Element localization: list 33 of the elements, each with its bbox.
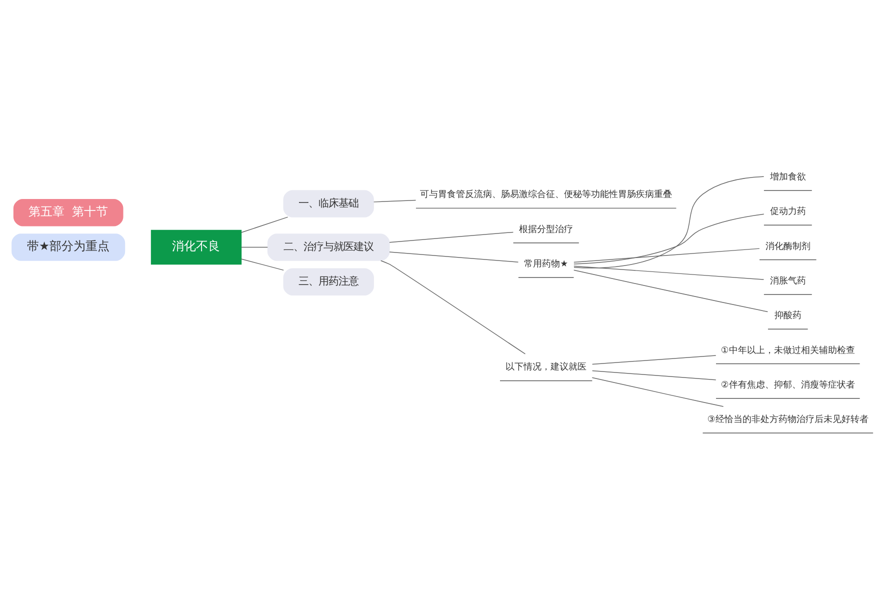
connector [573,270,768,312]
connector [240,258,284,271]
connector [574,266,764,280]
connector [389,252,519,262]
connector [240,216,288,233]
node-box: 第五章 第十节 [13,198,124,226]
connector [574,176,764,268]
node-box: 消化不良 [150,230,242,265]
node-text: 可与胃食管反流病、肠易激综合征、便秘等功能性胃肠疾病重叠 [420,190,672,200]
node-box: 一、临床基础 [283,190,374,218]
node-box: 二、治疗与就医建议 [267,234,390,261]
connector [240,246,268,248]
node-text: 消化酶制剂 [765,242,810,252]
node-text: 常用药物★ [524,260,568,270]
connector [389,232,514,243]
node-text: 促动力药 [770,207,806,218]
node-text: ②伴有焦虑、抑郁、消瘦等症状者 [720,380,855,390]
node-text: 以下情况，建议就医 [506,362,587,373]
connector [592,377,724,407]
node-text: ③经恰当的非处方药物治疗后未见好转者 [707,415,868,426]
node-text: 消胀气药 [770,276,806,286]
node-box: 带★部分为重点 [12,234,126,261]
node-box: 三、用药注意 [283,268,374,296]
connector [373,200,416,202]
node-text: 抑酸药 [774,311,802,322]
connector [592,355,716,365]
node-text: ①中年以上，未做过相关辅助检查 [720,346,855,356]
connector [380,260,526,354]
connector [592,370,716,380]
connector [574,214,764,264]
node-text: 根据分型治疗 [519,224,574,235]
node-text: 增加食欲 [770,172,806,183]
connector [574,248,760,263]
